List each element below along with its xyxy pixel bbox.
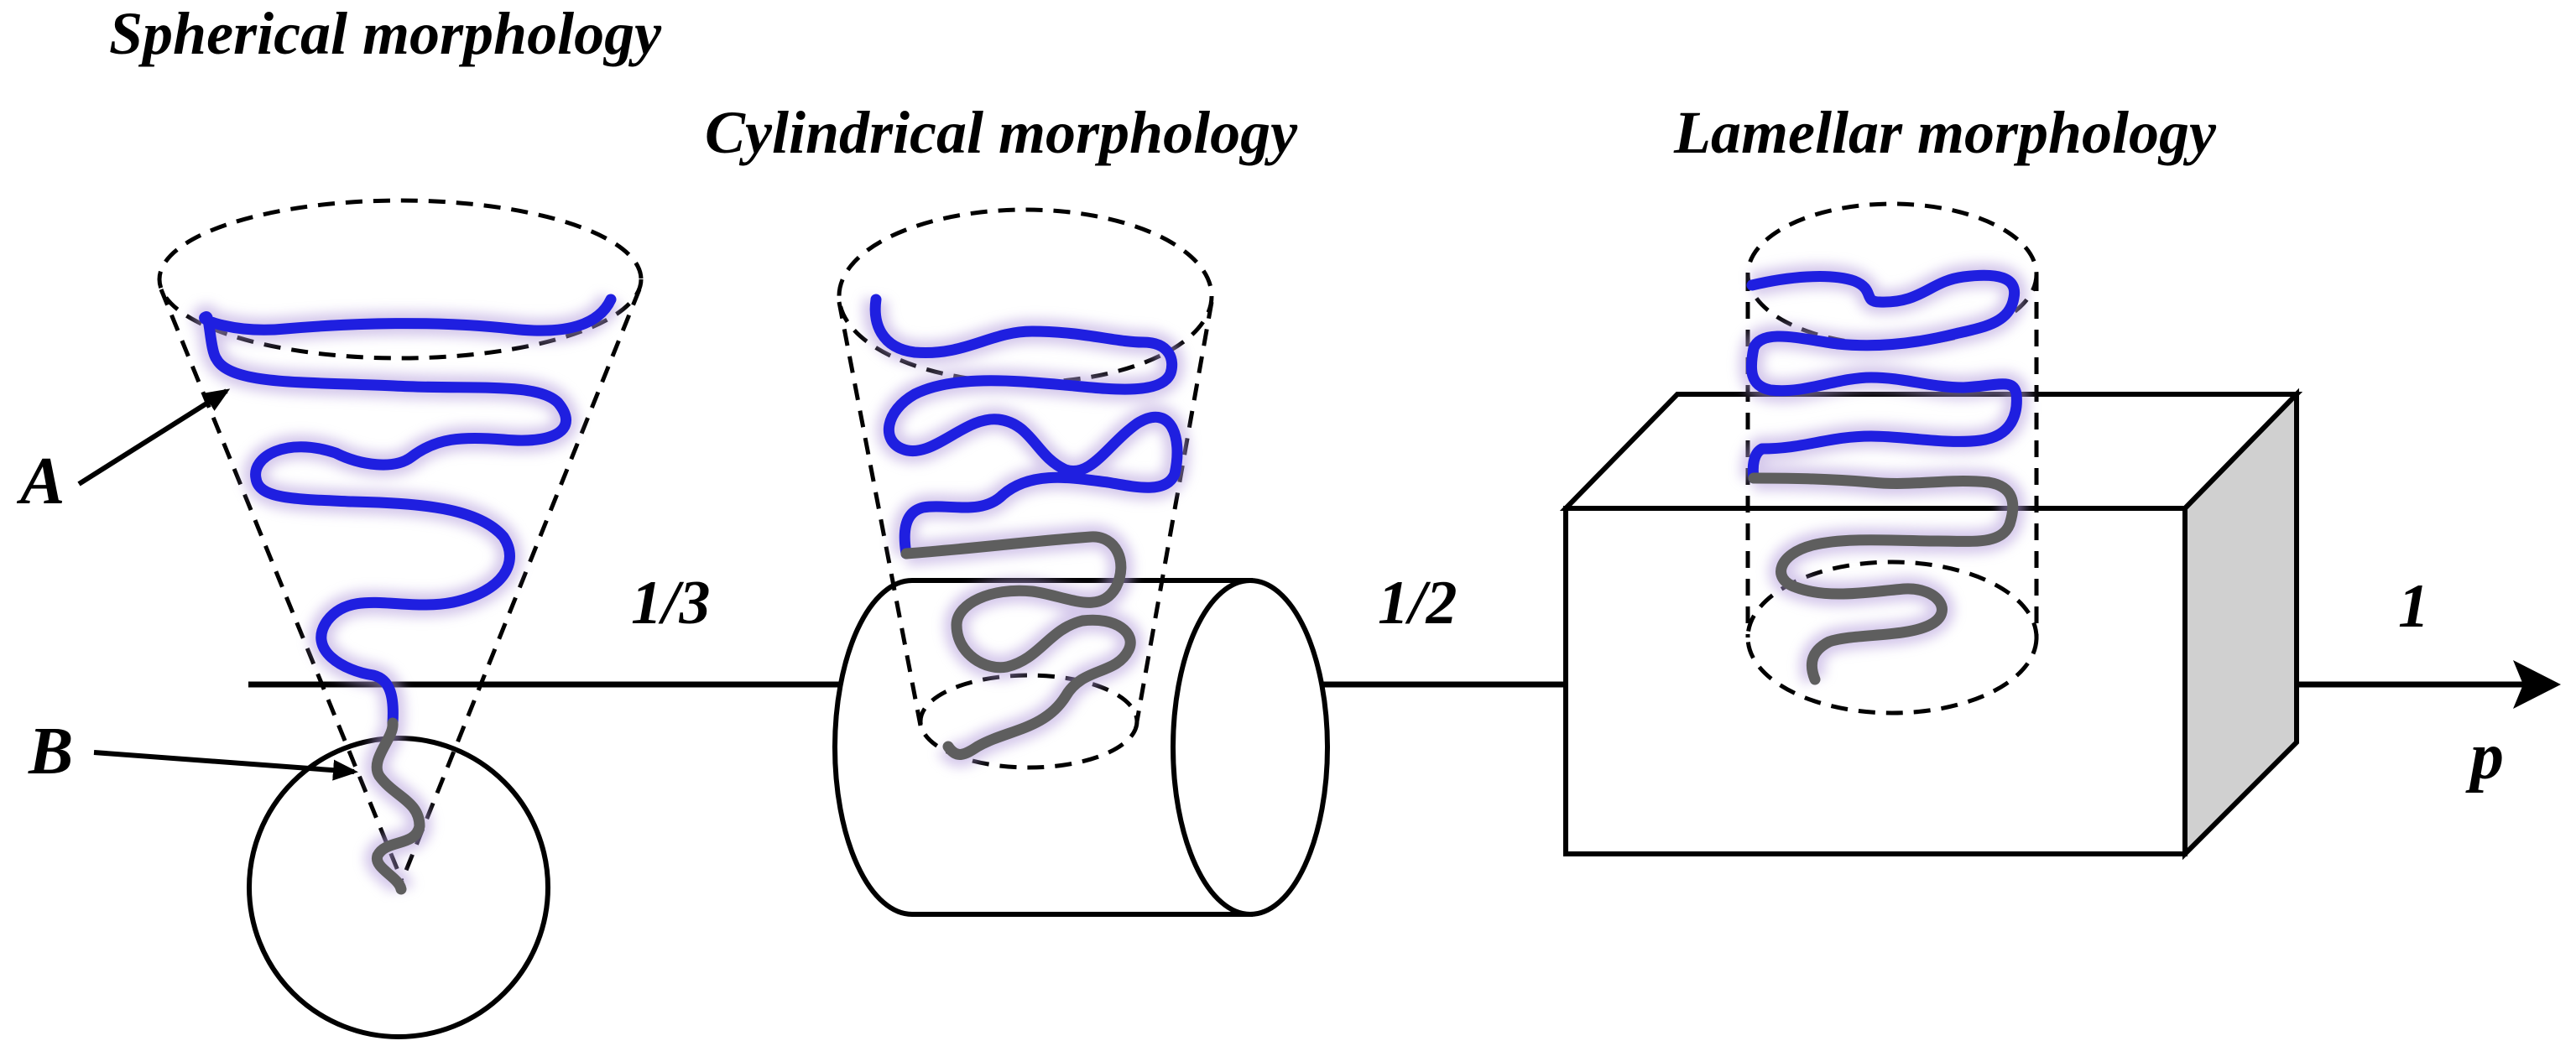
p-axis-label: p bbox=[2470, 720, 2504, 794]
tick-label-one-half: 1/2 bbox=[1378, 569, 1457, 637]
cylindrical-title: Cylindrical morphology bbox=[705, 99, 1298, 166]
cylindrical-block-b bbox=[900, 531, 1136, 760]
tick-label-one-third: 1/3 bbox=[631, 569, 711, 637]
block-a-label: A bbox=[20, 445, 65, 518]
lamellar-block-b bbox=[1748, 472, 2019, 685]
p-axis-arrowhead bbox=[2513, 660, 2561, 709]
spherical-cone bbox=[157, 198, 644, 882]
lamellar-block-a bbox=[1745, 269, 2022, 484]
lamellar-title: Lamellar morphology bbox=[1674, 99, 2216, 166]
cylindrical-cone bbox=[837, 207, 1214, 770]
spherical-block-a bbox=[199, 294, 617, 729]
a-pointer-arrow bbox=[77, 388, 231, 487]
block-b-label: B bbox=[29, 715, 74, 788]
spherical-block-b bbox=[371, 717, 425, 895]
cylindrical-block-a bbox=[869, 294, 1183, 559]
tick-label-one: 1 bbox=[2398, 572, 2429, 641]
spherical-title: Spherical morphology bbox=[109, 0, 662, 67]
b-pointer-arrow bbox=[93, 750, 358, 781]
